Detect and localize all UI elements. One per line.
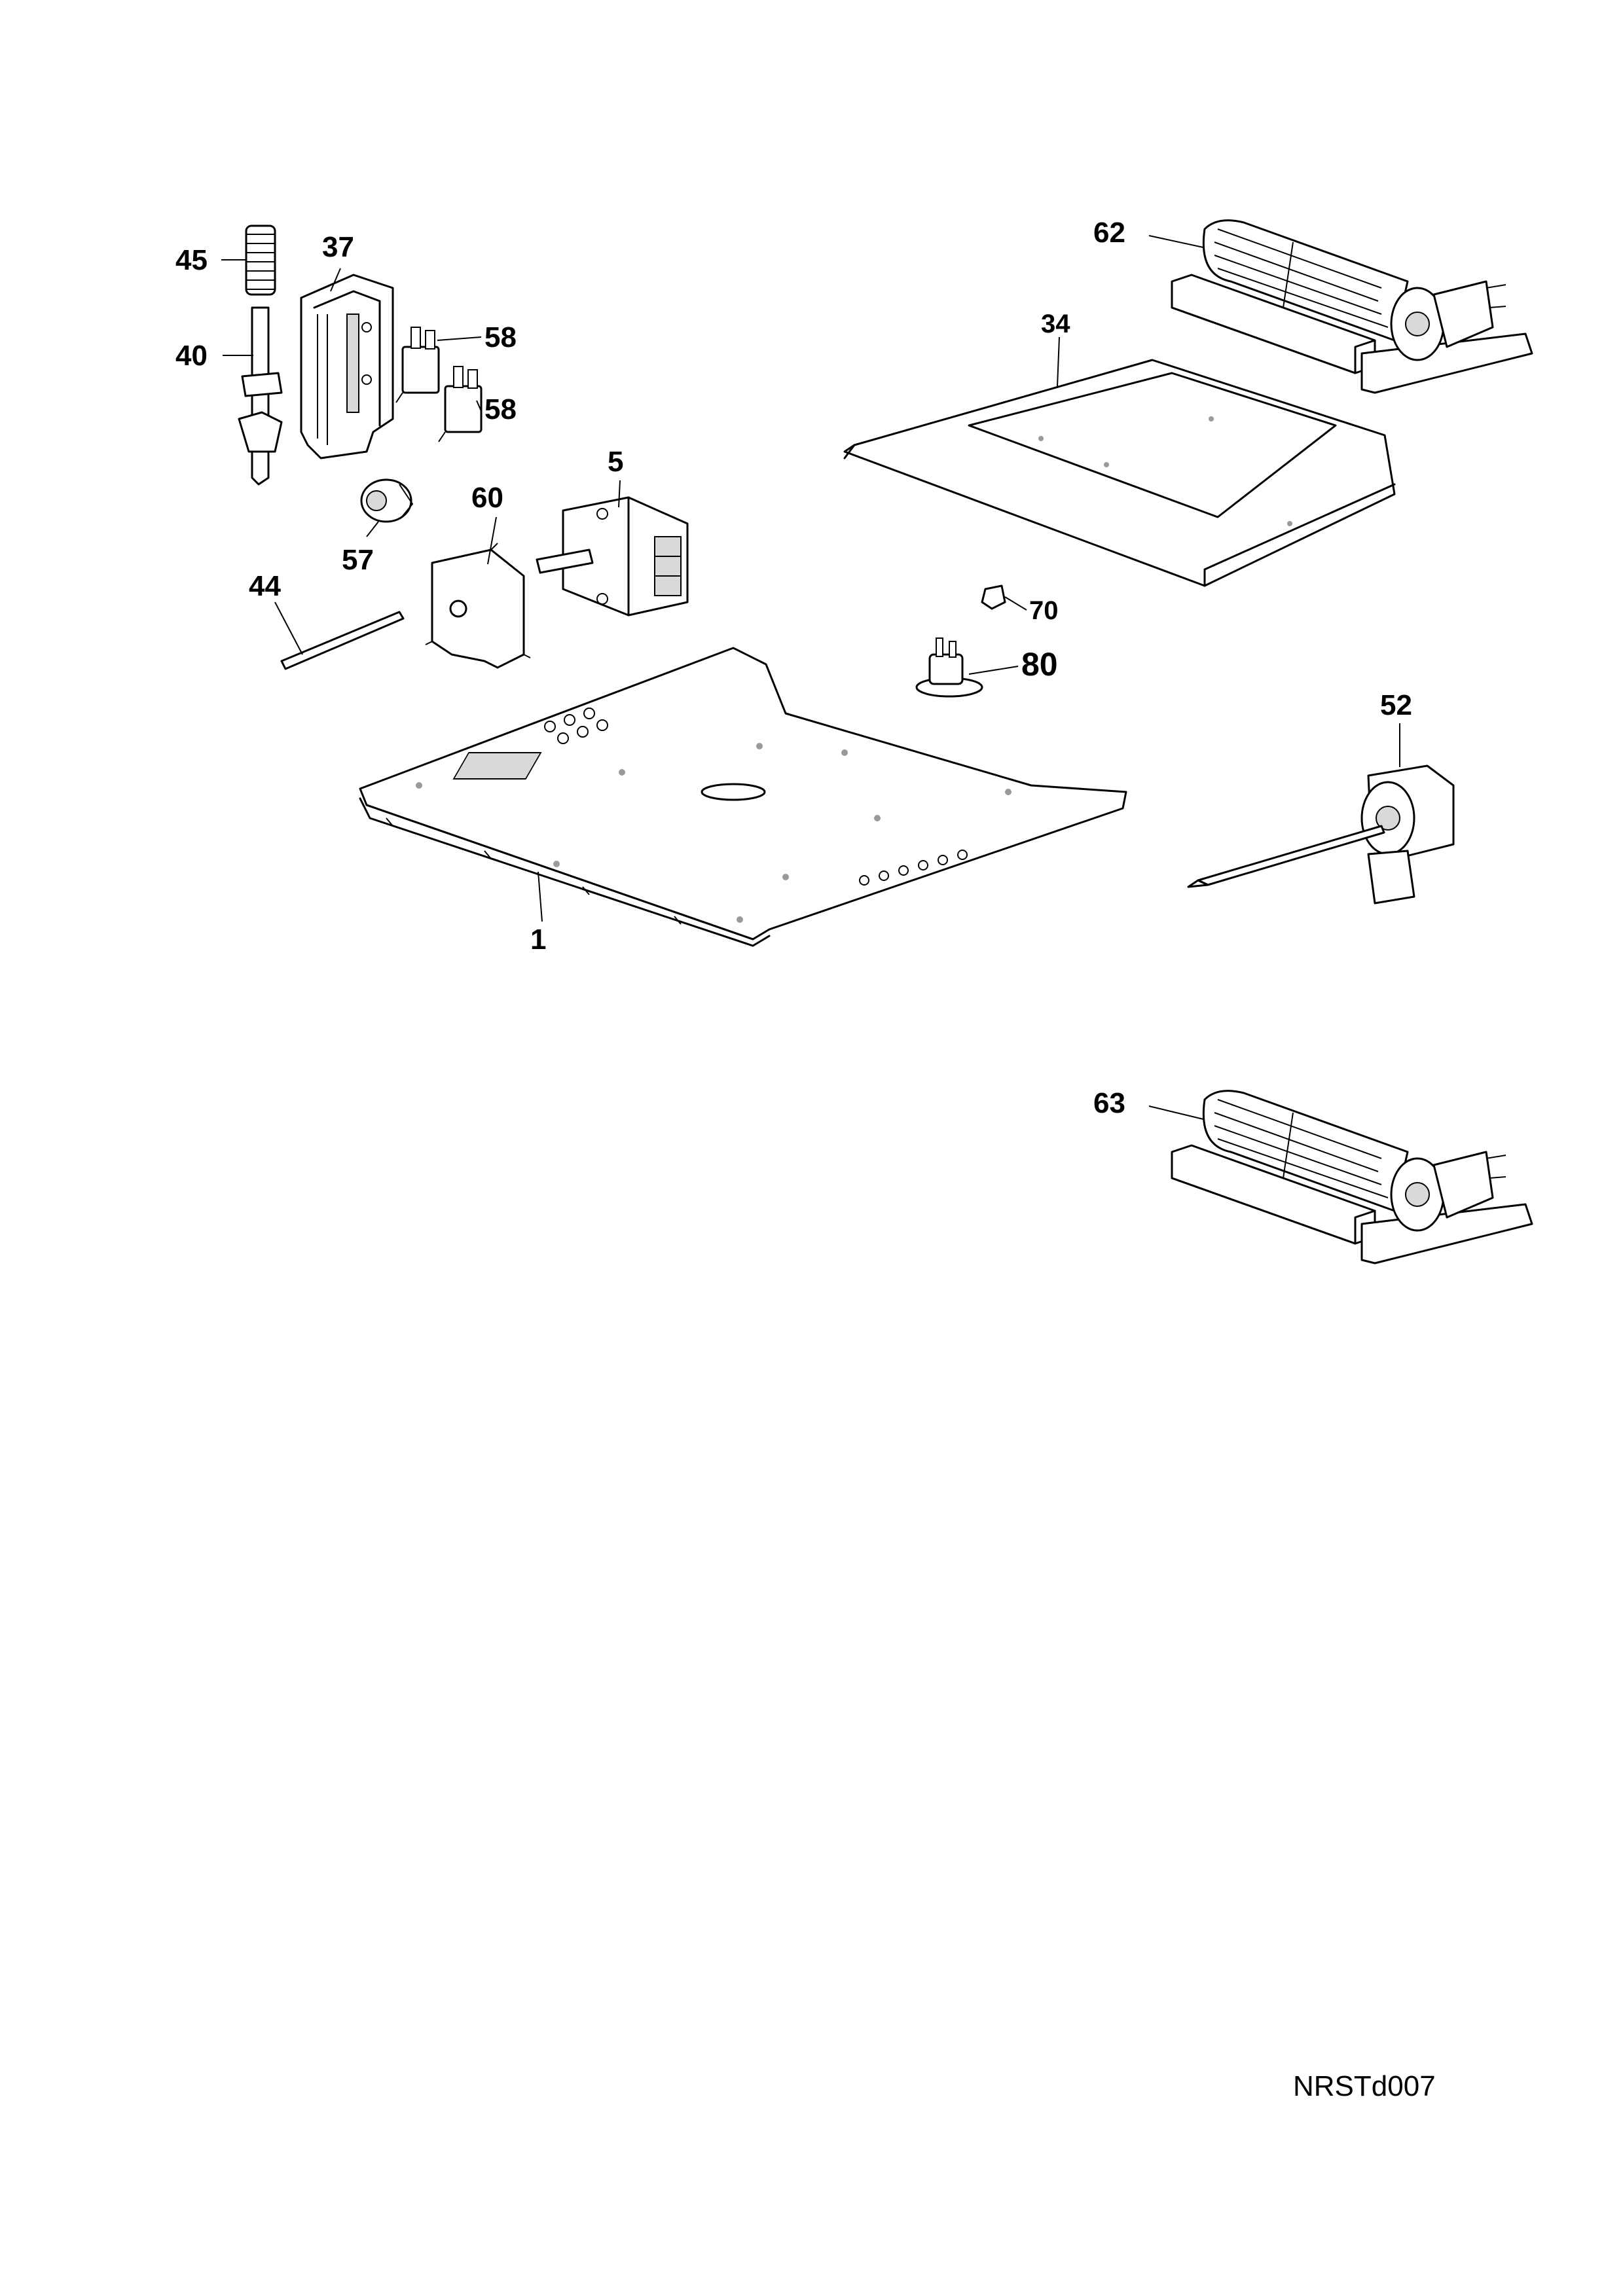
label-52: 52 [1380,689,1412,721]
label-40: 40 [175,340,208,372]
label-5: 5 [608,446,623,478]
part-52-fan-motor [1187,764,1455,905]
label-44: 44 [249,570,281,602]
part-1-base-plate [359,647,1127,947]
part-37-switch-bracket [300,274,394,459]
part-labels: 45 37 40 58 58 5 60 57 44 62 34 70 80 52… [175,217,1412,1119]
label-57: 57 [342,544,374,576]
leader-lines [221,235,1400,1120]
drawing-reference-code: NRSTd007 [1293,2070,1436,2102]
label-37: 37 [322,231,354,263]
part-80-thermostat [915,637,983,698]
part-45-spring [245,224,276,296]
part-40-actuator-rod [238,306,283,486]
label-1: 1 [530,924,546,956]
part-34-cover-tray [843,359,1396,587]
label-45: 45 [175,244,208,276]
label-58-upper: 58 [484,321,517,353]
part-5-timer-unit [536,496,689,617]
label-63: 63 [1093,1087,1125,1119]
part-62-tangential-fan [1171,219,1533,394]
part-58-micro-switch-lower [438,366,483,442]
part-63-tangential-fan [1171,1090,1533,1265]
base-plate-holes [416,708,1012,923]
label-60: 60 [471,482,503,514]
label-80: 80 [1021,646,1058,683]
label-70: 70 [1029,596,1059,625]
part-44-shaft-rod [280,611,405,670]
label-62: 62 [1093,217,1125,249]
part-58-micro-switch-upper [395,327,440,403]
label-58-lower: 58 [484,393,517,425]
label-34: 34 [1041,310,1070,338]
part-70-grommet [981,584,1006,610]
part-57-lamp-holder [360,478,414,523]
part-60-mounting-plate [425,543,531,669]
